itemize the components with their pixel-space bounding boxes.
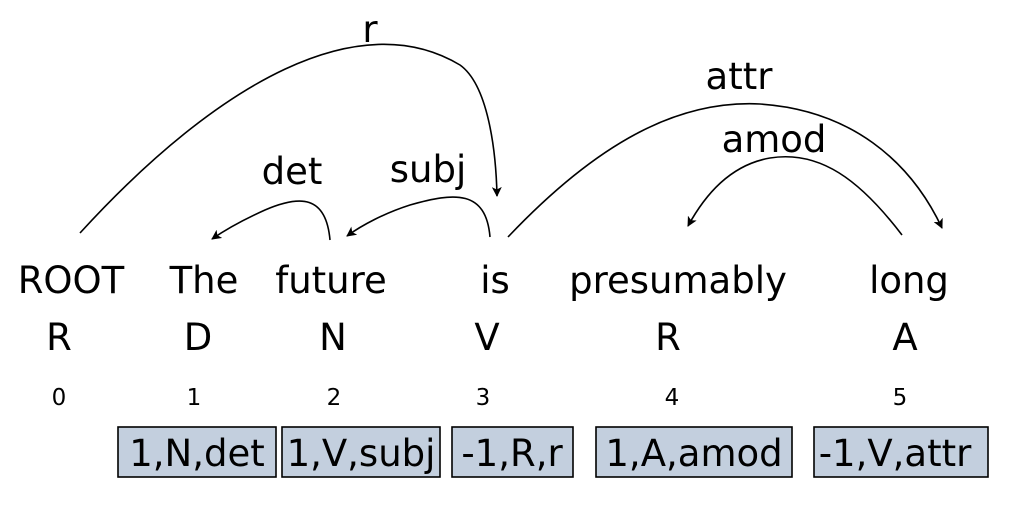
arc-label-attr: attr [706,55,774,98]
arc-label-r: r [362,8,378,51]
token-pos-1: D [184,316,213,359]
token-pos-4: R [655,316,681,359]
token-index-1: 1 [187,385,202,411]
arc-label-amod: amod [722,118,827,161]
token-index-4: 4 [665,385,680,411]
tag-text-2: 1,V,subj [287,432,436,475]
token-pos-2: N [319,316,347,359]
tag-box-3: -1,R,r [451,426,574,478]
arc-label-det: det [262,150,323,193]
arc-amod [687,156,903,236]
token-word-1: The [169,259,239,302]
token-pos-5: A [892,316,917,359]
token-index-5: 5 [893,385,908,411]
arcs: r det subj amod attr [79,8,943,241]
tag-text-3: -1,R,r [461,432,563,475]
token-index-2: 2 [327,385,342,411]
tag-box-2: 1,V,subj [281,426,441,478]
token-word-4: presumably [569,259,787,302]
token-index-3: 3 [476,385,491,411]
tag-box-5: -1,V,attr [813,426,989,478]
tag-text-1: 1,N,det [129,432,265,475]
token-pos-3: V [474,316,499,359]
token-pos-0: R [46,316,72,359]
token-indices: 0 1 2 3 4 5 [52,385,908,411]
token-words: ROOT The future is presumably long [18,259,949,302]
token-index-0: 0 [52,385,67,411]
arc-subj [346,196,491,238]
arc-r [79,43,502,234]
tag-box-4: 1,A,amod [595,426,793,478]
token-word-5: long [869,259,949,302]
tag-text-5: -1,V,attr [819,432,972,475]
token-word-0: ROOT [18,259,125,302]
arc-label-subj: subj [390,148,467,191]
tag-text-4: 1,A,amod [605,432,782,475]
arc-attr [507,102,943,238]
token-word-2: future [275,259,387,302]
token-word-3: is [480,259,510,302]
token-pos-tags: R D N V R A [46,316,918,359]
tag-boxes: 1,N,det 1,V,subj -1,R,r 1,A,amod -1,V,at… [117,426,989,478]
tag-box-1: 1,N,det [117,426,277,478]
arc-det [211,200,331,241]
